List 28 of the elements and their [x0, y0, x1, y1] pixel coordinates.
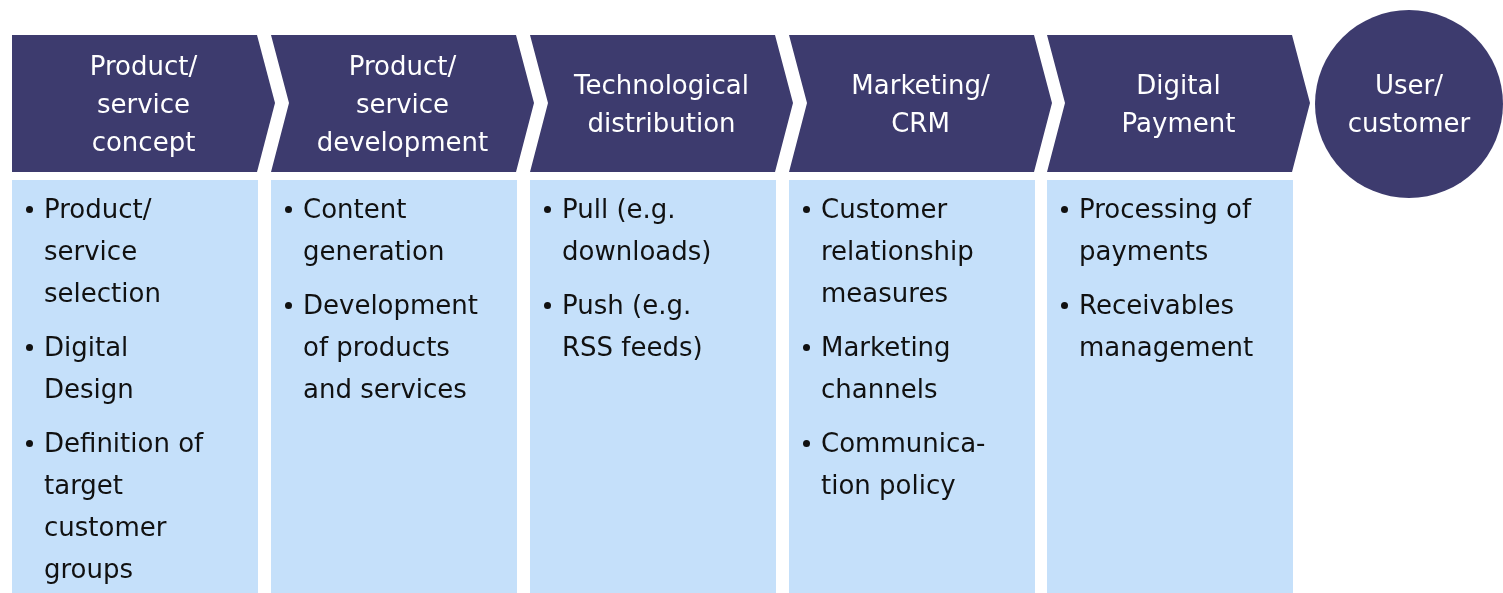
bullet-item: Processing of payments	[1079, 188, 1279, 272]
list-panel	[530, 180, 776, 593]
bullet-item: Receivables management	[1079, 284, 1279, 368]
bullet-item: Push (e.g. RSS feeds)	[562, 284, 732, 368]
chevron-step	[271, 35, 534, 172]
step-label: Technological distribution	[573, 68, 750, 140]
list-panel	[789, 180, 1035, 593]
list-panel	[1047, 180, 1293, 593]
bullet-item: Digital Design	[44, 326, 222, 410]
list-panel	[12, 180, 258, 593]
chevron-step	[1047, 35, 1310, 172]
step-label: Product/ service concept	[88, 49, 199, 159]
step-label: Digital Payment	[1120, 68, 1237, 140]
bullet-item: Product/ service selection	[44, 188, 222, 314]
bullet-item: Marketing channels	[821, 326, 1011, 410]
bullet-item: Customer relationship measures	[821, 188, 1011, 314]
bullet-item: Definition of target customer groups	[44, 422, 222, 590]
step-label: Marketing/ CRM	[850, 68, 991, 140]
chevron-step	[530, 35, 793, 172]
bullet-item: Communica- tion policy	[821, 422, 1011, 506]
bullet-item: Content generation	[303, 188, 498, 272]
step-label: Product/ service development	[315, 49, 490, 159]
list-panel	[271, 180, 517, 593]
chevron-step	[789, 35, 1052, 172]
bullet-item: Development of products and services	[303, 284, 498, 410]
chevron-step	[12, 35, 275, 172]
step-label: User/ customer	[1346, 69, 1472, 140]
bullet-item: Pull (e.g. downloads)	[562, 188, 732, 272]
